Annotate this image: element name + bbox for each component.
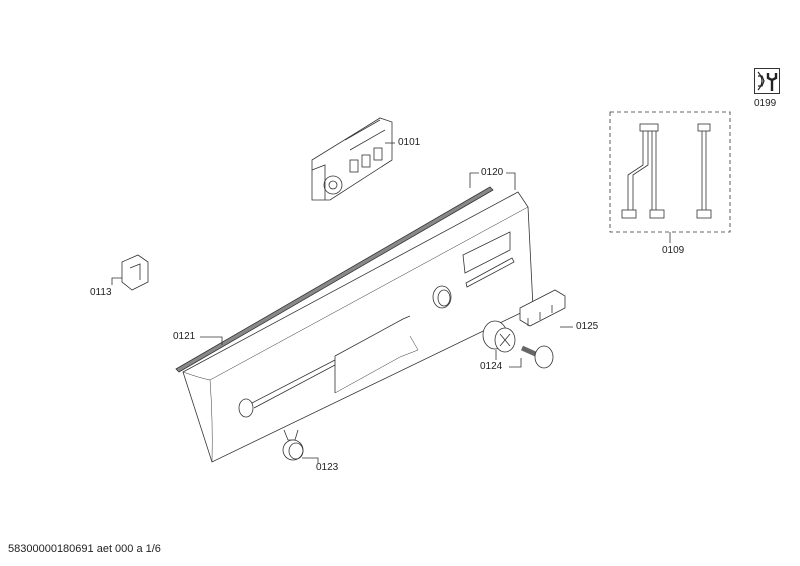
knob-part-0123 [282,429,304,461]
label-0101: 0101 [398,137,421,148]
label-0109: 0109 [662,245,685,256]
clip-part-0113 [121,254,149,291]
seal-strip-part [175,186,494,373]
label-0124: 0124 [480,361,503,372]
label-0121: 0121 [173,331,196,342]
label-0113: 0113 [90,287,112,298]
control-panel-part [182,191,534,463]
label-0120: 0120 [481,167,504,178]
electronic-module-part [311,117,393,201]
switch-part-0125 [519,289,566,327]
label-0123: 0123 [316,462,339,473]
leader-lines [111,142,671,463]
label-0125: 0125 [576,321,599,332]
document-footer: 58300000180691 aet 000 a 1/6 [8,543,161,555]
button-part [520,345,554,369]
wiring-harness-part [609,111,731,233]
label-0199: 0199 [754,98,777,109]
knob-part-0124 [482,320,516,353]
wrench-nut-icon [754,68,780,94]
